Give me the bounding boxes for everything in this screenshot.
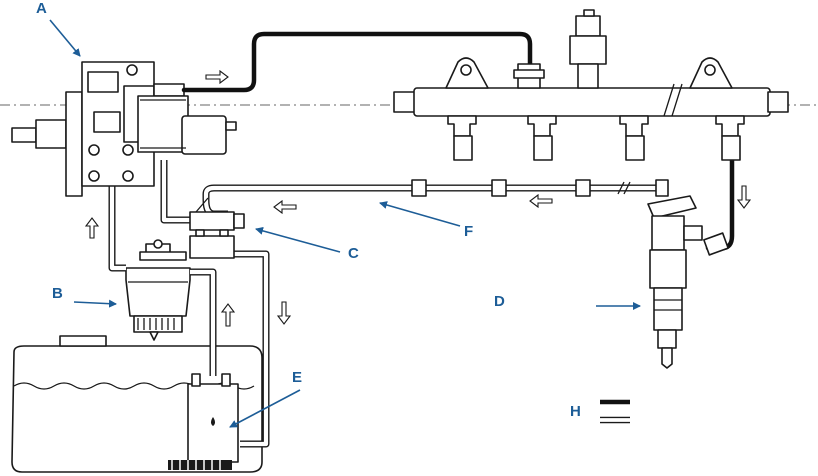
flow-arrow-left-icon xyxy=(529,193,553,209)
label-a: A xyxy=(36,0,47,17)
fuel-filter xyxy=(125,239,191,341)
legend: H xyxy=(570,399,630,424)
flow-arrows xyxy=(84,69,752,327)
flow-arrow-up-icon xyxy=(220,303,236,327)
callouts: A B C D E F xyxy=(36,0,641,428)
high-pressure-pump xyxy=(11,61,237,197)
label-d: D xyxy=(494,293,505,310)
label-b: B xyxy=(52,285,63,302)
rail-outlets xyxy=(447,115,745,161)
label-h: H xyxy=(570,403,581,420)
flow-arrow-down-icon xyxy=(276,301,292,325)
label-c: C xyxy=(348,245,359,262)
drop-icon xyxy=(211,417,215,426)
flow-arrow-down-icon xyxy=(736,185,752,209)
label-f: F xyxy=(464,223,473,240)
flow-arrow-up-icon xyxy=(84,217,100,239)
injector xyxy=(647,195,729,369)
flow-arrow-left-icon xyxy=(273,199,297,215)
label-e: E xyxy=(292,369,302,386)
flow-arrow-right-icon xyxy=(205,69,229,85)
common-rail xyxy=(393,9,789,161)
return-valve xyxy=(189,197,245,259)
